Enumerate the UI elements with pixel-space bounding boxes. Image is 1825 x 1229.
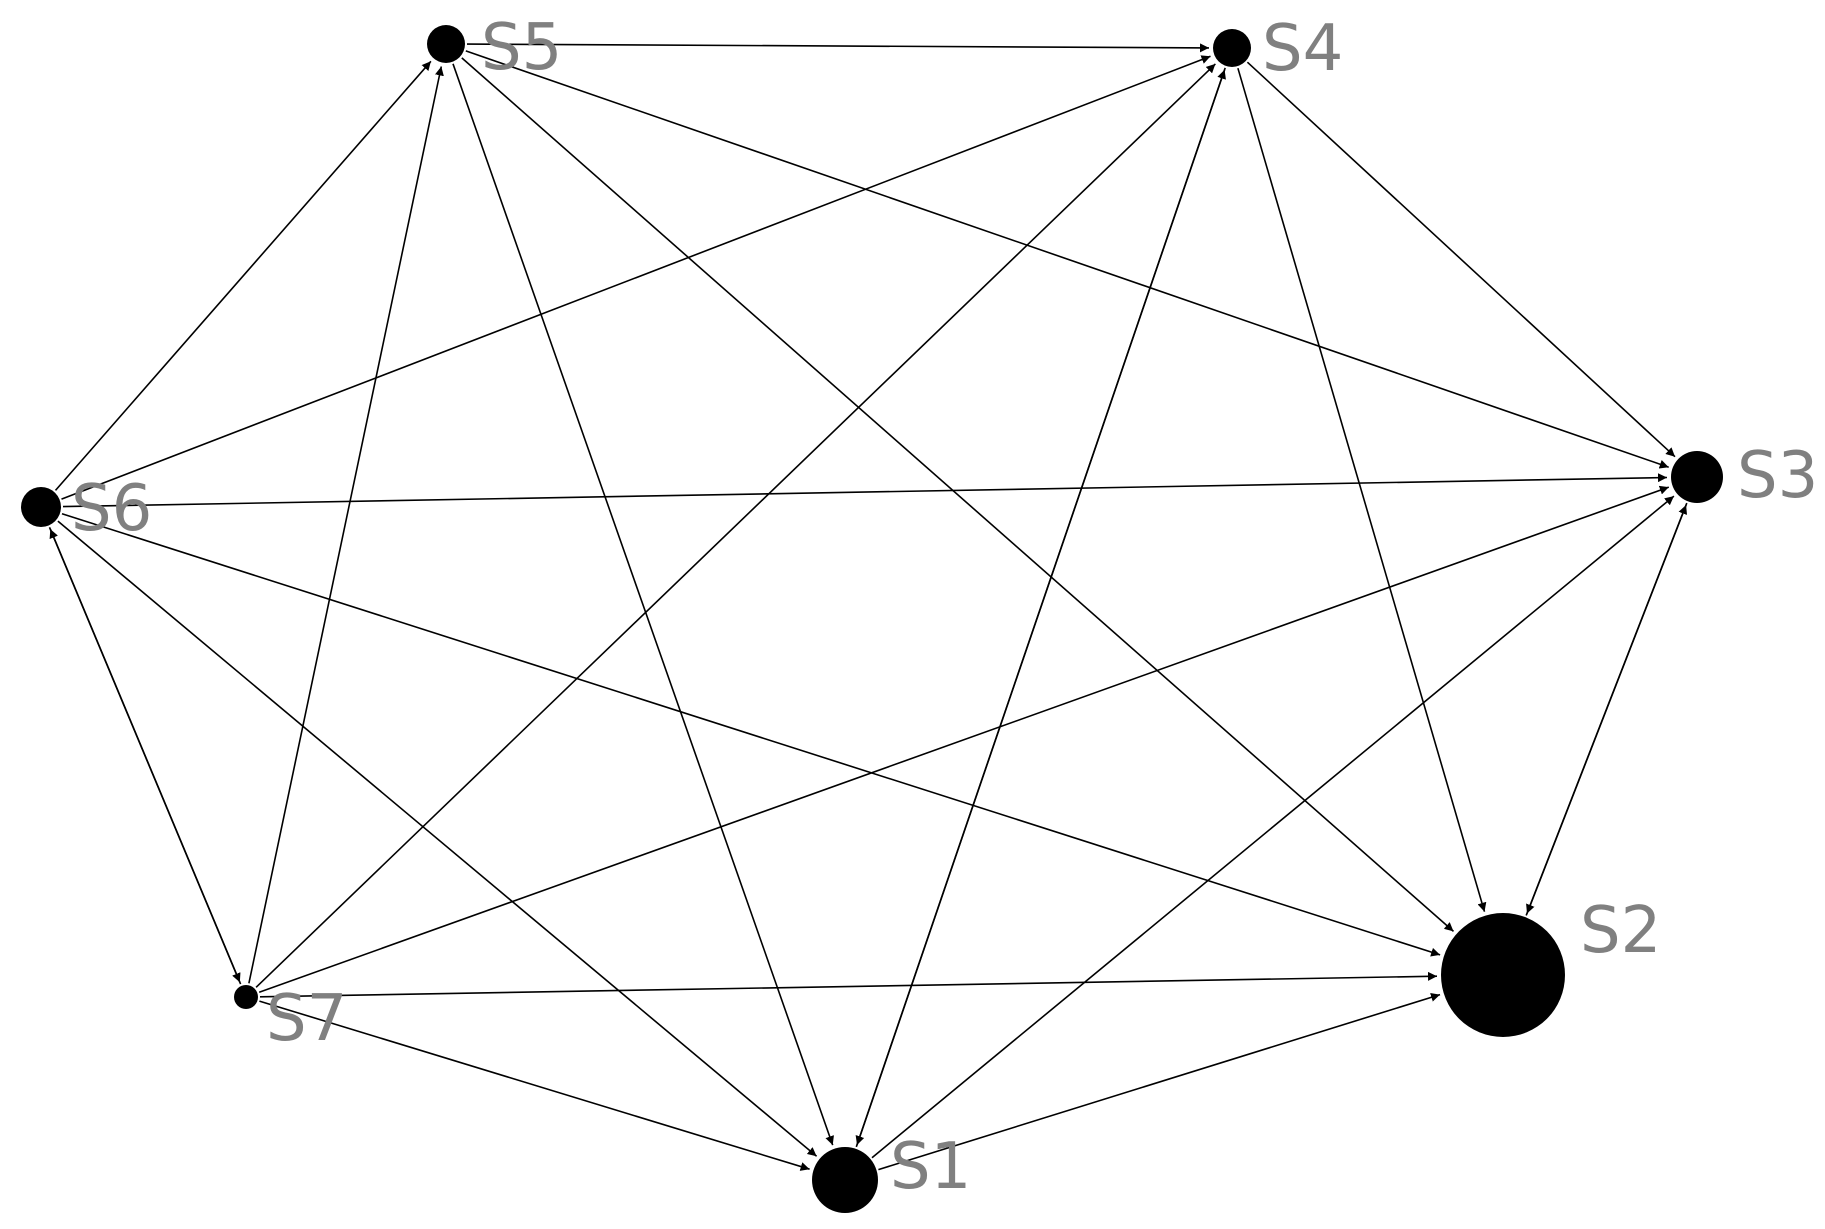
edge-s5-to-s1: [452, 63, 834, 1146]
node-s1: [812, 1147, 878, 1213]
node-label-s4: S4: [1262, 12, 1343, 86]
edge-s4-to-s2: [1237, 67, 1487, 912]
node-label-s1: S1: [890, 1130, 971, 1204]
node-label-s5: S5: [481, 11, 562, 85]
node-label-s2: S2: [1580, 894, 1661, 968]
edge-s2-to-s3: [1525, 504, 1688, 916]
node-s7: [234, 985, 258, 1009]
edge-s7-to-s4: [255, 63, 1216, 988]
edge-s1-to-s3: [871, 495, 1675, 1159]
edges-layer: [48, 43, 1688, 1171]
node-s5: [427, 25, 465, 63]
edge-s4-to-s3: [1246, 61, 1676, 458]
node-label-s6: S6: [71, 472, 152, 546]
node-s3: [1671, 451, 1723, 503]
edge-s7-to-s3: [258, 485, 1670, 994]
edge-s6-to-s5: [54, 60, 432, 491]
node-label-s3: S3: [1737, 439, 1818, 513]
edge-s1-to-s4: [855, 69, 1226, 1148]
edge-s7-to-s6: [49, 528, 242, 985]
edge-s6-to-s4: [61, 55, 1211, 500]
edge-s6-to-s3: [62, 473, 1668, 508]
edge-s7-to-s1: [259, 1000, 810, 1171]
node-s4: [1213, 29, 1251, 67]
node-label-s7: S7: [266, 982, 347, 1056]
nodes-layer: [21, 25, 1723, 1213]
edge-s7-to-s2: [259, 971, 1438, 998]
edge-s6-to-s2: [61, 512, 1441, 957]
edge-s5-to-s4: [466, 43, 1210, 53]
edge-s6-to-s1: [57, 520, 818, 1157]
edge-s7-to-s5: [248, 66, 444, 984]
edge-s5-to-s2: [461, 57, 1455, 933]
edge-s1-to-s2: [878, 992, 1441, 1171]
edge-s5-to-s3: [465, 50, 1669, 469]
labels-layer: S1 S2 S3 S4 S5 S6 S7: [71, 11, 1818, 1204]
node-s2: [1441, 913, 1565, 1037]
node-s6: [21, 487, 61, 527]
